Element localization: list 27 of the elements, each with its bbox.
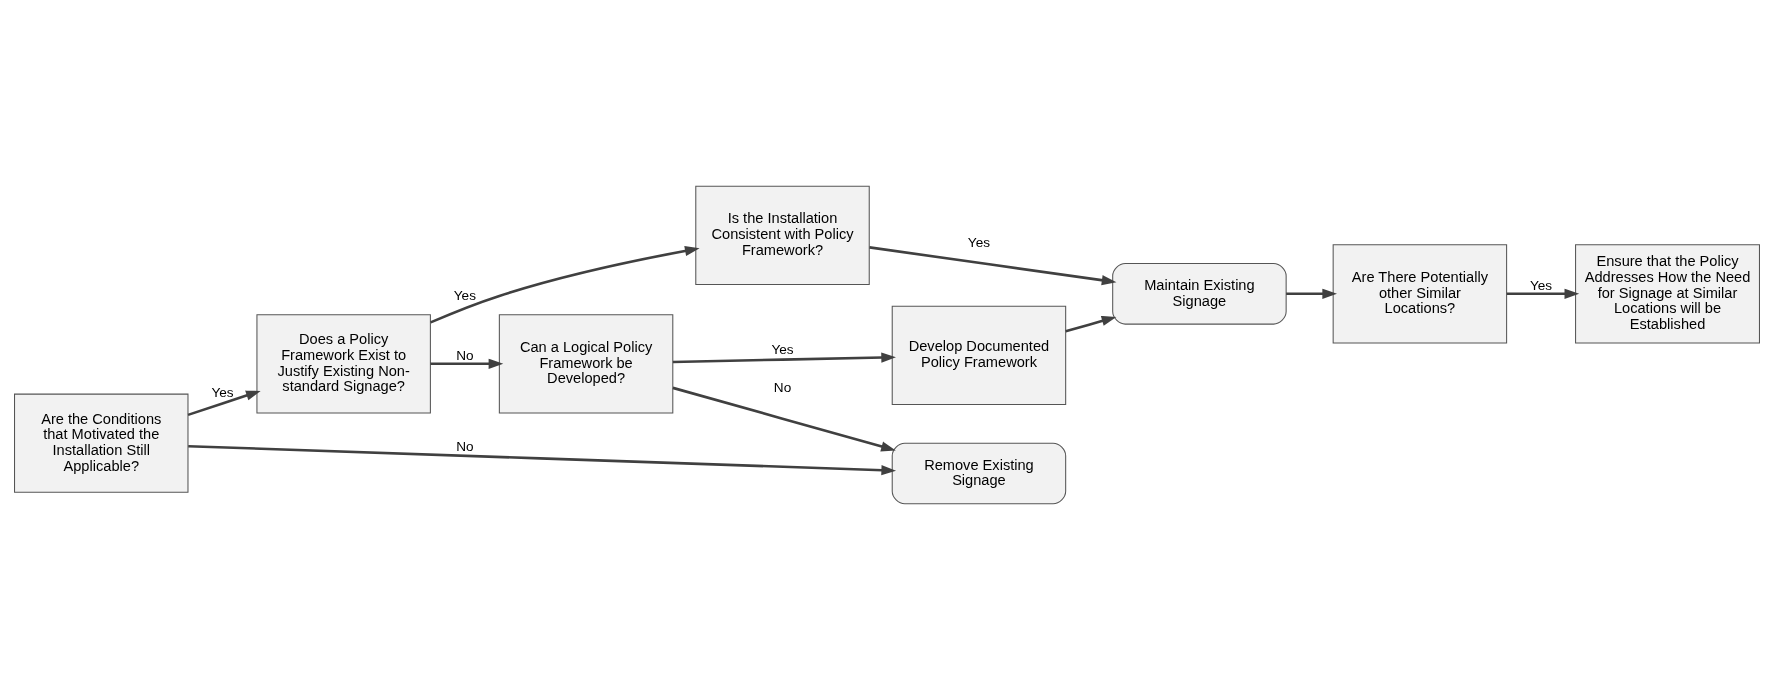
node-box: Develop Documented Policy Framework [891,305,1066,406]
edge-label: Yes [1529,278,1552,294]
edge-label: No [455,348,474,364]
node-box: Remove Existing Signage [891,442,1066,505]
node-box: Are There Potentially other Similar Locations? [1332,244,1507,344]
edge-label: Yes [453,288,476,304]
node-box: Is the Installation Consistent with Policy Framework? [694,185,870,285]
edge-label: Yes [967,235,990,251]
arrow [672,386,896,452]
arrow [1506,288,1579,299]
arrow [429,245,700,324]
arrow [672,352,896,364]
edge-label: No [773,380,791,396]
node-box: Are the Conditions that Motivated the Installation Still Applicable? [13,393,188,493]
node-box: Ensure that the Policy Addresses How the Need for Signage at Similar Locations will be Established [1574,244,1760,344]
arrow [187,444,896,476]
arrow [187,390,261,417]
node-box: Does a Policy Framework Exist to Justify Existing Non-standard Signage? [255,314,431,414]
edge-label: Yes [770,341,794,357]
node-box: Maintain Existing Signage [1111,263,1287,325]
edge-label: Yes [210,384,234,400]
arrow [1285,288,1337,299]
node-box: Can a Logical Policy Framework be Developed? [498,314,673,414]
arrow [1064,316,1116,333]
arrow [429,358,503,369]
arrow [868,246,1116,286]
edge-label: No [455,438,474,454]
